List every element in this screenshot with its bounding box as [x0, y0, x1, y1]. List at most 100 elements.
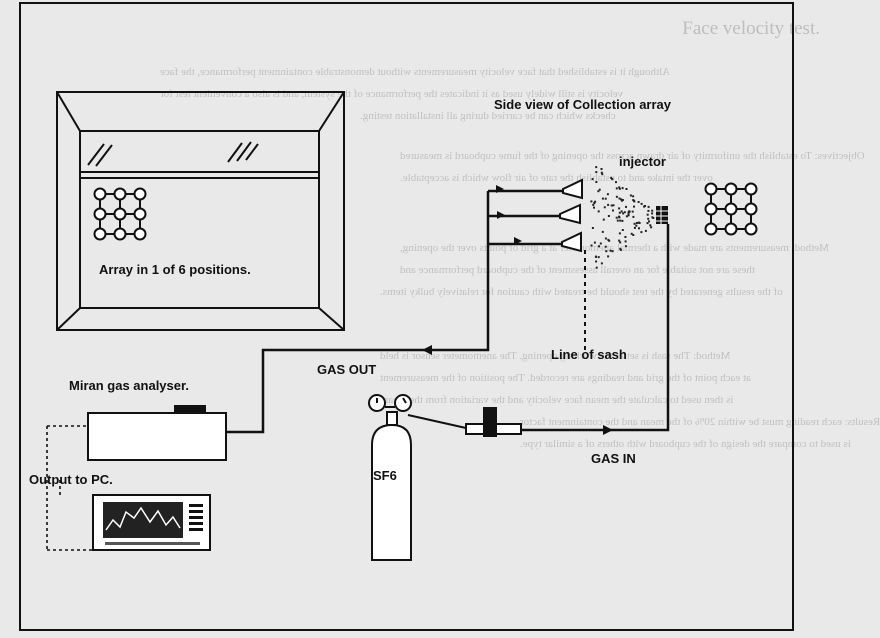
spray-dot — [595, 171, 598, 174]
spray-dot — [621, 187, 624, 190]
spray-dot — [640, 202, 643, 205]
spray-dot — [624, 245, 627, 248]
spray-dot — [612, 204, 615, 207]
output-pc-label: Output to PC. — [29, 472, 113, 487]
spray-dot — [647, 217, 650, 220]
spray-dot — [625, 188, 628, 190]
spray-dot — [602, 218, 605, 221]
spray-dot — [640, 231, 643, 234]
sensor-array-side — [704, 182, 758, 236]
spray-dot — [618, 232, 621, 235]
spray-dot — [637, 221, 640, 224]
spray-dot — [622, 212, 625, 215]
injector-icon — [656, 206, 668, 224]
spray-dot — [609, 249, 612, 252]
spray-dot — [651, 216, 654, 219]
spray-dot — [601, 230, 604, 233]
spray-dot — [597, 256, 600, 259]
spray-dot — [632, 215, 635, 218]
spray-dot — [605, 250, 608, 253]
spray-dot — [618, 207, 621, 210]
spray-dot — [621, 219, 624, 222]
gas-cylinder-icon — [368, 394, 412, 561]
spray-dot — [601, 197, 604, 200]
spray-dot — [646, 222, 649, 225]
spray-dot — [625, 215, 628, 218]
spray-dot — [600, 262, 603, 265]
spray-dot — [595, 266, 598, 269]
spray-plume — [590, 166, 655, 269]
spray-dot — [633, 200, 636, 203]
spray-dot — [619, 247, 622, 250]
spray-dot — [638, 227, 640, 230]
spray-dot — [607, 215, 610, 217]
spray-dot — [612, 209, 614, 212]
spray-dot — [649, 224, 652, 227]
gas-in-line — [520, 224, 670, 432]
spray-dot — [592, 203, 595, 206]
spray-dot — [593, 206, 595, 209]
spray-dot — [621, 229, 624, 231]
spray-dot — [631, 210, 634, 213]
spray-dot — [635, 222, 638, 224]
spray-dot — [595, 166, 598, 169]
output-cable — [46, 425, 93, 551]
spray-dot — [651, 209, 654, 212]
spray-dot — [595, 181, 598, 183]
spray-dot — [625, 205, 627, 208]
spray-dot — [591, 178, 594, 181]
spray-dot — [646, 213, 649, 216]
spray-dot — [590, 244, 593, 247]
array-position-label: Array in 1 of 6 positions. — [99, 262, 251, 277]
spray-dot — [647, 209, 650, 212]
spray-dot — [615, 187, 618, 190]
spray-dot — [611, 178, 614, 181]
spray-dot — [603, 206, 606, 209]
spray-dot — [606, 193, 609, 196]
spray-dot — [615, 195, 618, 198]
miran-label: Miran gas analyser. — [69, 378, 189, 393]
spray-dot — [628, 210, 631, 213]
spray-dot — [593, 241, 596, 244]
spray-dot — [651, 212, 654, 215]
spray-dot — [597, 210, 600, 213]
spray-dot — [604, 245, 607, 248]
spray-dot — [593, 202, 596, 204]
gas-in-label: GAS IN — [591, 451, 636, 466]
spray-dot — [601, 173, 604, 176]
gas-out-label: GAS OUT — [317, 362, 376, 377]
spray-dot — [607, 255, 610, 258]
spray-dot — [632, 199, 635, 202]
spray-dot — [600, 171, 603, 174]
spray-dot — [598, 245, 600, 248]
collection-array-diagram: Array in 1 of 6 positions. Side view of … — [19, 2, 794, 631]
sf6-label: SF6 — [373, 468, 397, 483]
spray-dot — [633, 226, 636, 229]
spray-dot — [599, 242, 602, 245]
analyser-box-icon — [87, 405, 227, 461]
sensor-array-front — [93, 187, 147, 241]
spray-dot — [627, 214, 630, 217]
spray-dot — [598, 188, 601, 191]
spray-dot — [621, 199, 623, 202]
spray-dot — [633, 222, 636, 225]
spray-dot — [618, 215, 620, 218]
spray-dot — [637, 201, 640, 203]
spray-dot — [619, 219, 622, 222]
spray-dot — [644, 229, 647, 232]
spray-dot — [610, 176, 613, 179]
spray-dot — [632, 234, 635, 236]
spray-dot — [590, 200, 593, 203]
diagram-page: Face velocity test. Although it is estab… — [19, 2, 880, 631]
spray-dot — [616, 219, 619, 222]
spray-dot — [607, 203, 610, 206]
spray-dot — [635, 224, 638, 227]
spray-dot — [594, 200, 597, 203]
spray-dot — [618, 239, 621, 242]
spray-dot — [618, 186, 621, 189]
spray-dot — [618, 197, 621, 200]
spray-dot — [604, 197, 607, 200]
spray-dot — [611, 250, 614, 253]
monitor-icon — [92, 494, 211, 551]
spray-dot — [619, 248, 622, 251]
